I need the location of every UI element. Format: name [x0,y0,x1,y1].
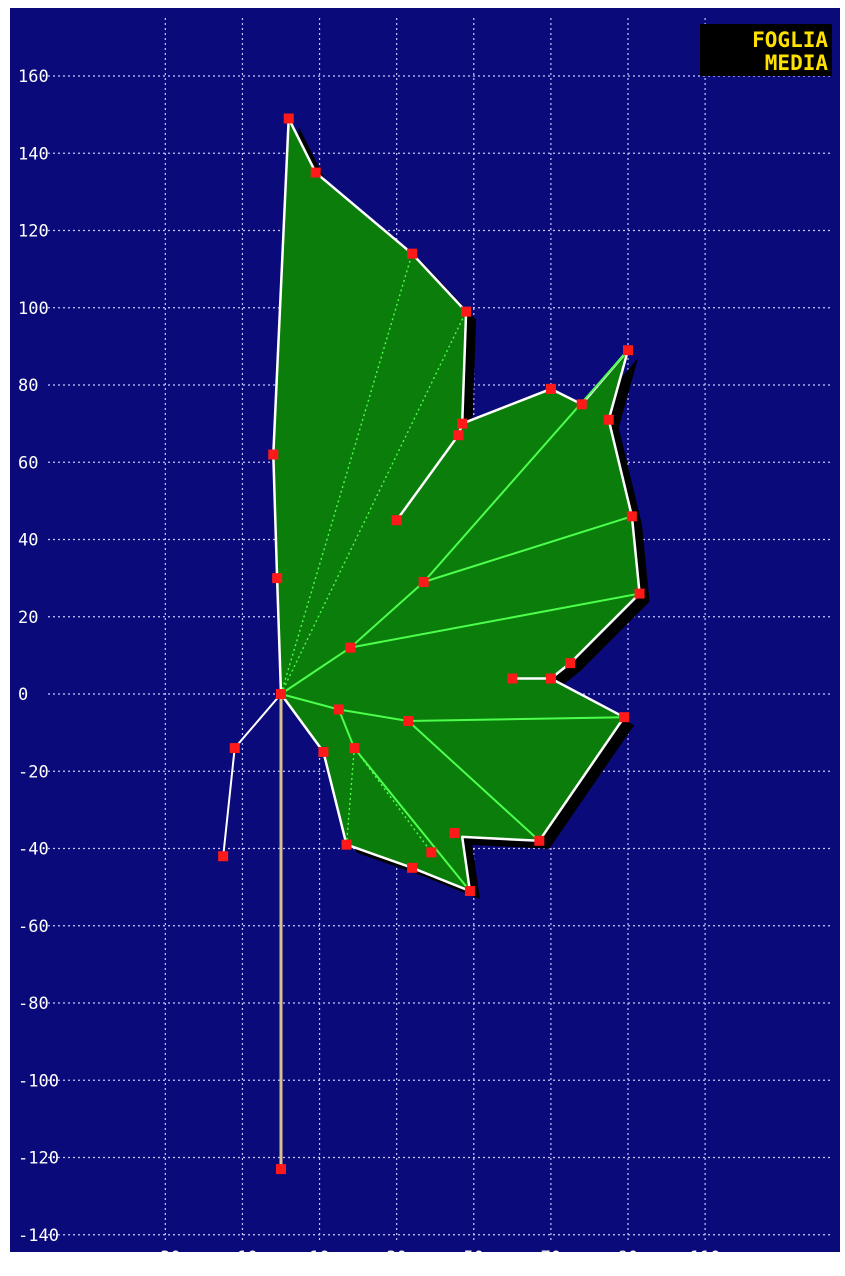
x-tick-label: -30 [150,1248,181,1268]
leaf-vein [280,693,625,723]
y-tick-label: 60 [18,453,38,473]
x-tick-label: 10 [309,1248,329,1268]
x-tick-label: 70 [541,1248,561,1268]
data-point [276,1164,286,1175]
data-point [576,399,587,410]
y-tick-label: -100 [18,1071,59,1091]
data-point [507,673,518,684]
data-point [565,658,576,669]
x-tick-labels: -30 -10 10 30 50 70 90 110 [150,1248,720,1268]
data-point [407,862,418,873]
y-tick-label: 40 [18,531,38,551]
data-point [449,828,460,839]
data-point [418,576,429,587]
y-tick-label: 120 [18,222,49,242]
chart-title-line-2: MEDIA [765,51,829,75]
y-tick-label: 20 [18,608,38,628]
x-tick-label: 50 [464,1248,484,1268]
y-tick-label: -80 [18,994,49,1014]
data-point [534,835,545,846]
data-point [391,515,402,526]
data-point [229,743,240,754]
y-tick-label: -60 [18,917,49,937]
data-point [333,704,344,715]
chart-title-line-1: FOGLIA [752,28,828,52]
data-point [272,573,283,584]
data-point [403,716,414,727]
leaf-blade [272,117,641,893]
data-point [461,306,472,317]
data-point [457,418,468,429]
x-tick-label: 110 [690,1248,721,1268]
y-tick-label: 0 [18,685,28,705]
data-point [218,851,229,862]
data-point [626,511,637,522]
data-point [283,113,294,124]
data-point [407,248,418,259]
y-tick-label: -120 [18,1149,59,1169]
data-point [464,885,475,896]
leaf-vein [407,720,540,842]
data-point [310,167,321,178]
data-point [318,746,329,757]
x-tick-label: 30 [386,1248,406,1268]
data-point [545,673,556,684]
y-tick-label: -140 [18,1226,59,1246]
data-point [268,449,279,460]
data-point [619,712,630,723]
y-tick-label: -40 [18,840,49,860]
y-tick-label: 160 [18,67,49,87]
y-tick-label: 140 [18,144,49,164]
leaf-vein [280,311,467,695]
title-box [700,24,832,76]
y-tick-label: 80 [18,376,38,396]
data-point [453,430,464,441]
leaf-vein [423,515,633,583]
data-point [603,414,614,425]
data-point [349,743,360,754]
y-tick-labels: 160 140 120 100 80 60 40 20 0 -20 -40 -60 -80 -100 -12… [18,67,59,1246]
leaf-vein [353,747,432,853]
data-point [341,839,352,850]
leaf-vein [280,253,413,695]
data-point [426,847,437,858]
leaf-vein [280,349,629,695]
data-point [345,642,356,653]
leaf-vein [350,592,640,649]
data-point [276,689,286,699]
data-point [623,345,633,356]
x-tick-label: 90 [618,1248,638,1268]
y-tick-label: -20 [18,762,49,782]
leaf-vein [345,748,355,845]
x-tick-label: -10 [227,1248,258,1268]
data-point [634,588,645,599]
data-point [545,383,556,394]
y-tick-label: 100 [18,299,49,319]
